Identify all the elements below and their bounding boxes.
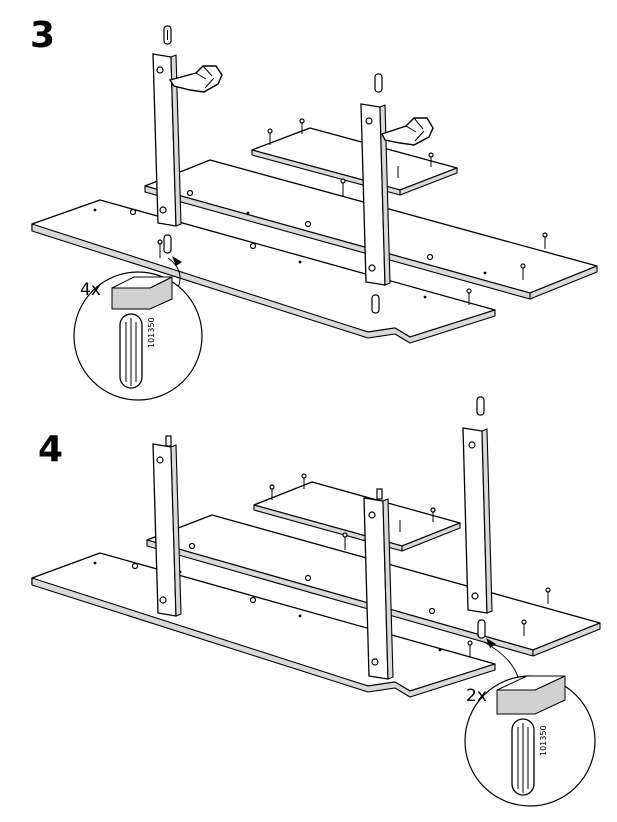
step-3-quantity: 4x (80, 280, 101, 300)
step-3-part-number: 101350 (147, 317, 156, 348)
dowel-icon (371, 73, 383, 314)
step-4-number: 4 (38, 429, 64, 470)
upright-leg-left (152, 53, 182, 227)
pointing-hand-icon (168, 65, 223, 93)
dowel-icon (476, 396, 486, 639)
step-4-part-number: 101350 (539, 725, 548, 756)
upright-leg-right (360, 103, 391, 286)
step-3-number: 3 (30, 15, 56, 56)
screw-icon (157, 118, 548, 305)
upright-leg-right-step4 (462, 427, 493, 614)
pointing-hand-icon (381, 117, 434, 146)
screw-icon (269, 473, 551, 657)
board-holes (93, 189, 487, 299)
dowel-icon (511, 718, 535, 796)
step-4-quantity: 2x (466, 686, 487, 706)
upright-leg-left-step4 (152, 435, 182, 617)
board-holes-step4 (93, 542, 442, 652)
dowel-icon (163, 25, 172, 254)
dowel-icon (119, 313, 143, 389)
upright-leg-middle-step4 (363, 488, 394, 680)
